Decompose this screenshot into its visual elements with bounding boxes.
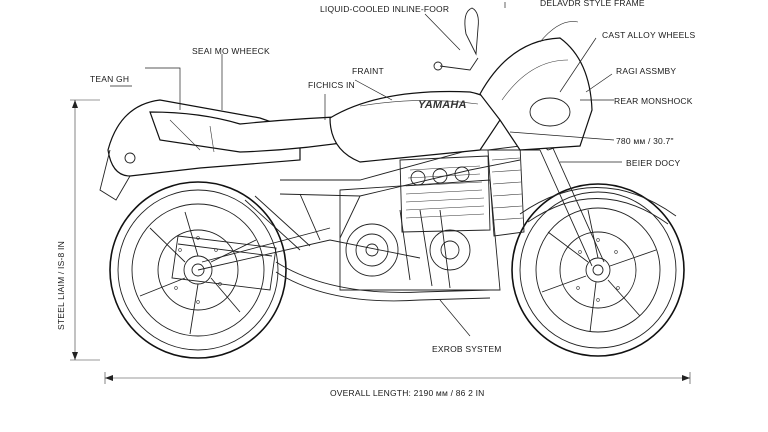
- label-wheels: CAST ALLOY WHEELS: [602, 30, 695, 40]
- height-dimension: [70, 99, 100, 361]
- frame: [197, 149, 540, 271]
- tank-logo: YAMAHA: [418, 99, 467, 111]
- label-fuel: FICHICS IN: [308, 80, 355, 90]
- radiator: [487, 145, 525, 237]
- label-overall-length: OVERALL LENGTH: 2190 мм / 86 2 IN: [330, 388, 485, 398]
- label-fairing: FRAINT: [352, 66, 384, 76]
- label-body: BEIER DOCY: [626, 158, 681, 168]
- leader-lines: [110, 2, 622, 337]
- label-engine: LIQUID-COOLED INLINE-FOOR: [320, 4, 449, 14]
- exhaust: [171, 209, 491, 302]
- label-exhaust: EXROB SYSTEM: [432, 344, 501, 354]
- fairing: [433, 7, 593, 151]
- label-tank: TEAN GH: [90, 74, 129, 84]
- fuel-tank: YAMAHA: [329, 90, 501, 163]
- engine: [339, 155, 501, 291]
- length-dimension: [104, 372, 691, 384]
- label-dimension-right: 780 мм / 30.7": [616, 136, 674, 146]
- tail-and-seat: [99, 99, 361, 201]
- label-top-frame: DELAVDR STYLE FRAME: [540, 0, 645, 8]
- label-seat: SEAI MO WHEECK: [192, 46, 270, 56]
- label-shock: REAR MONSHOCK: [614, 96, 693, 106]
- label-rear-assy: RAGI ASSMBY: [616, 66, 676, 76]
- callout-labels: DELAVDR STYLE FRAME LIQUID-COOLED INLINE…: [56, 0, 695, 398]
- front-wheel: [511, 183, 685, 357]
- label-height: STEEL LIAIM / IS-8 IN: [56, 241, 66, 330]
- rear-wheel: [109, 181, 287, 359]
